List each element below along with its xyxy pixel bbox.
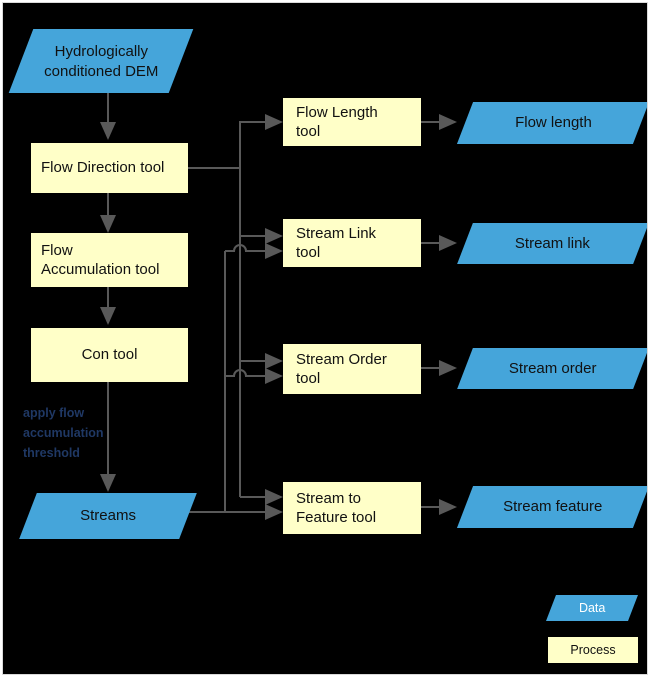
node-label: Stream Order tool [296, 350, 387, 388]
node-hydrologically-conditioned-dem: Hydrologically conditioned DEM [8, 29, 194, 93]
node-label: Flow Direction tool [41, 159, 165, 177]
node-stream-to-feature-tool: Stream to Feature tool [283, 482, 421, 534]
node-stream-link: Stream link [457, 223, 647, 264]
legend-process-shape: Process [548, 637, 638, 663]
node-label: Flow Accumulation tool [41, 241, 160, 279]
node-flow-length: Flow length [456, 102, 647, 144]
node-label: Con tool [81, 346, 138, 364]
legend-data-shape: Data [546, 595, 638, 621]
node-label: Stream to Feature tool [296, 489, 377, 527]
annotation-apply-flow-accumulation-threshold: apply flow accumulation threshold [23, 406, 104, 460]
node-label: Flow length [514, 114, 592, 132]
node-stream-link-tool: Stream Link tool [283, 219, 421, 267]
node-stream-feature: Stream feature [456, 486, 647, 528]
legend-process-label: Process [570, 642, 616, 657]
node-flow-length-tool: Flow Length tool [283, 98, 421, 146]
node-label: Stream order [509, 359, 597, 377]
node-label: Flow Length tool [296, 103, 378, 141]
node-stream-order-tool: Stream Order tool [283, 344, 421, 394]
legend-data-label: Data [578, 600, 606, 615]
node-flow-direction-tool: Flow Direction tool [31, 143, 188, 193]
connector-lines [100, 93, 457, 520]
node-label: Stream feature [503, 498, 603, 516]
node-con-tool: Con tool [31, 328, 188, 382]
node-flow-accumulation-tool: Flow Accumulation tool [31, 233, 188, 287]
node-label: Streams [80, 507, 136, 525]
node-label: Stream Link tool [296, 224, 377, 262]
node-label: Hydrologically conditioned DEM [43, 42, 159, 80]
node-streams: Streams [19, 493, 197, 539]
node-label: Stream link [515, 234, 591, 252]
node-stream-order: Stream order [457, 348, 647, 389]
